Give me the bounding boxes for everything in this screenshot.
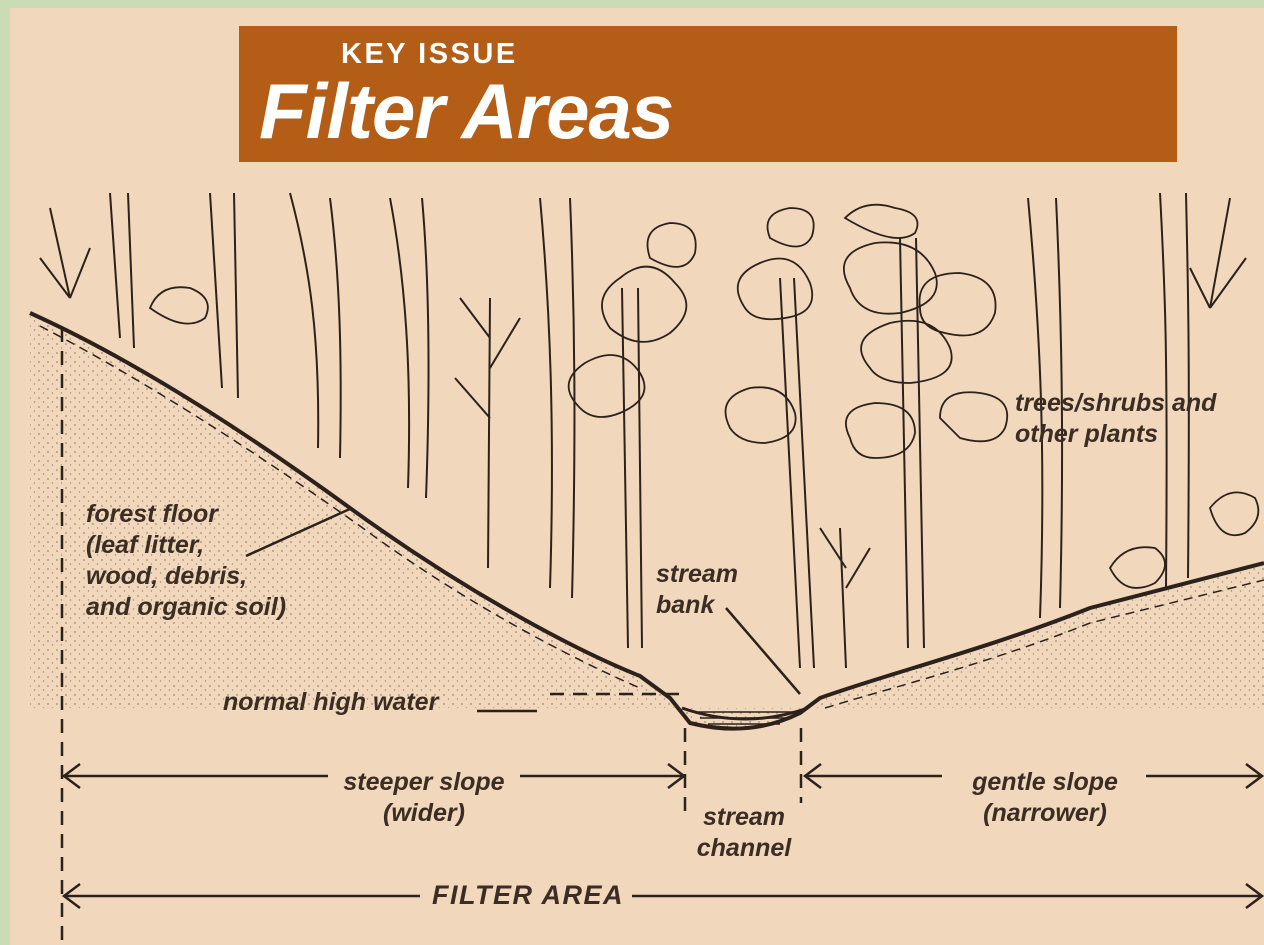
normal-high-water-label: normal high water (223, 687, 438, 718)
stream-channel-label: stream channel (684, 802, 804, 864)
gentle-slope-label: gentle slope (narrower) (950, 767, 1140, 829)
trees-shrubs-label: trees/shrubs and other plants (1015, 388, 1216, 450)
filter-area-label: FILTER AREA (432, 880, 624, 911)
forest-floor-label: forest floor (leaf litter, wood, debris,… (86, 499, 286, 623)
steeper-slope-label: steeper slope (wider) (334, 767, 514, 829)
stream-bank-label: stream bank (656, 559, 738, 621)
diagram-panel: KEY ISSUE Filter Areas (10, 8, 1264, 945)
